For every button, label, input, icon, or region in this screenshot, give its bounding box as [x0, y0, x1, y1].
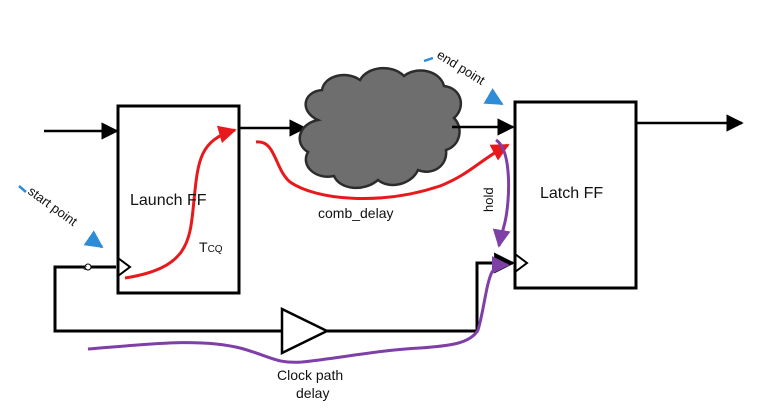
start-point-dash	[18, 185, 27, 193]
end-point-dash	[423, 56, 434, 63]
launch-ff-label: Launch FF	[130, 192, 207, 209]
clock-buffer-triangle-icon	[280, 306, 330, 356]
hold-label: hold	[481, 187, 496, 212]
end-point-arrow-icon	[483, 88, 504, 106]
clock-path-delay-purple	[87, 256, 510, 364]
comb-data-path-red	[255, 140, 510, 200]
tcq-label: TCQ	[199, 239, 223, 255]
comb-delay-label: comb_delay	[318, 205, 394, 221]
hold-path-purple	[492, 138, 511, 248]
latch-ff-box	[513, 100, 638, 290]
combinational-logic-cloud-icon	[298, 67, 463, 189]
launch-clock-pin-label: c	[83, 263, 87, 272]
launch-ff-clock-triangle-icon	[117, 257, 132, 277]
start-point-arrow-icon	[83, 230, 104, 249]
start-point-label: start point	[25, 183, 80, 229]
launch-clock-pin-dot	[84, 263, 92, 271]
latch-ff-clock-triangle-icon	[514, 253, 529, 273]
clock-path-label-line2: delay	[296, 385, 329, 401]
launch-data-path-red	[124, 125, 237, 280]
latch-ff-label: Latch FF	[540, 185, 603, 202]
clock-path-label-line1: Clock path	[277, 367, 343, 383]
